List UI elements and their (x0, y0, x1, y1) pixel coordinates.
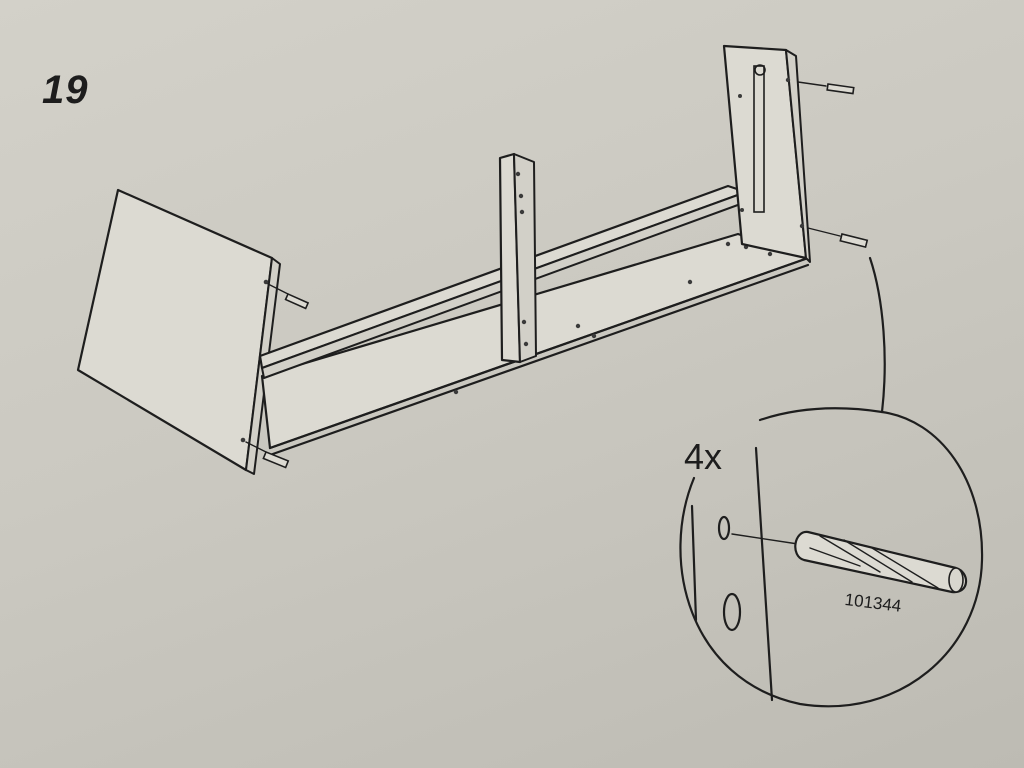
dowel-bottom-left (245, 441, 290, 469)
dowel-top-left (267, 283, 310, 310)
detail-callout (679, 256, 984, 708)
dowel-top-right (797, 81, 855, 95)
step-number: 19 (42, 68, 89, 112)
left-side-panel (76, 188, 281, 475)
dowel-bottom-right (807, 227, 869, 249)
dowel-hole (717, 515, 731, 541)
quantity-label: 4x (684, 436, 723, 477)
center-divider-panel (498, 152, 537, 364)
large-dowel-icon (794, 530, 968, 594)
panel-face-line (690, 504, 698, 622)
panel-edge-line (754, 446, 774, 702)
dowel-hole-lower (722, 592, 742, 632)
right-side-panel (722, 44, 811, 263)
